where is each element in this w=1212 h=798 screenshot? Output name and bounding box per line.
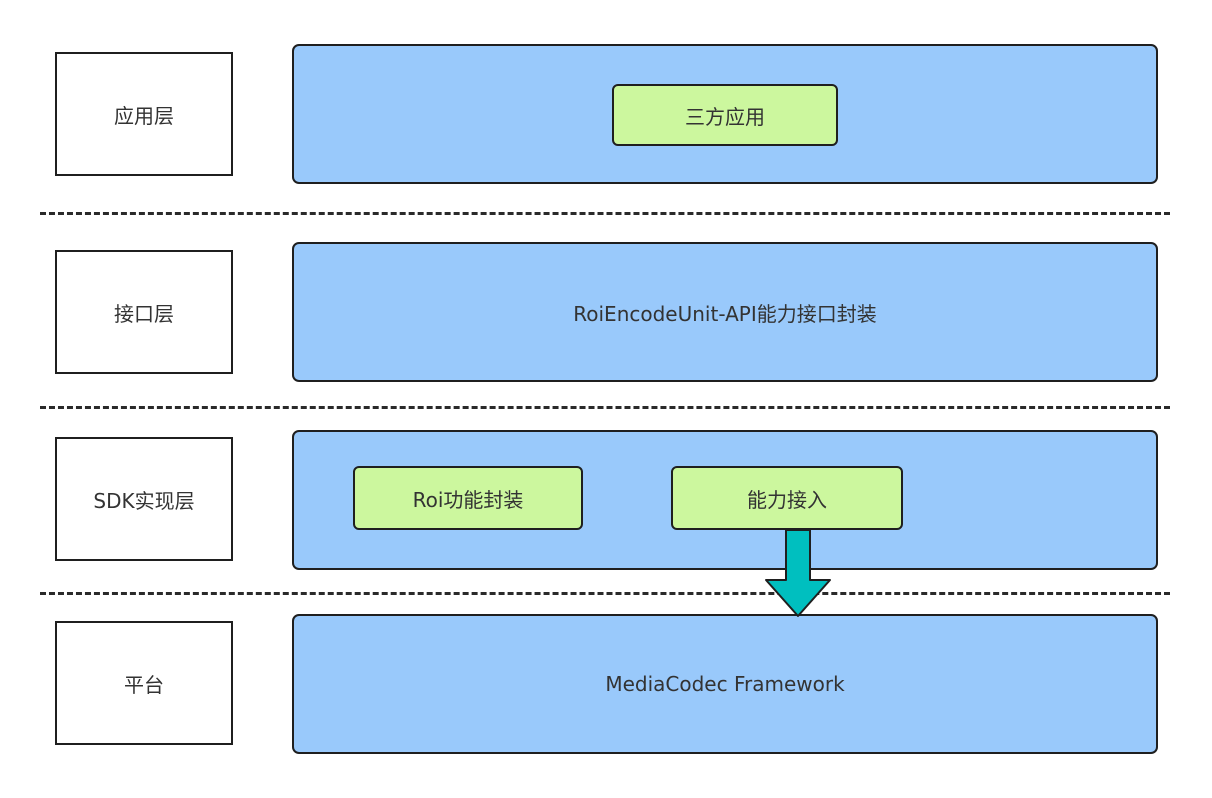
down-arrow bbox=[765, 529, 831, 617]
layer-label-interface: 接口层 bbox=[55, 250, 233, 374]
module-third-party-app-text: 三方应用 bbox=[685, 104, 765, 129]
layer-divider bbox=[40, 592, 1170, 595]
module-roi-wrapper-text: Roi功能封装 bbox=[412, 487, 524, 512]
layer-divider bbox=[40, 212, 1170, 215]
module-third-party-app: 三方应用 bbox=[612, 84, 838, 146]
interface-layer-text: RoiEncodeUnit-API能力接口封装 bbox=[573, 301, 877, 326]
layer-label-sdk: SDK实现层 bbox=[55, 437, 233, 561]
layer-label-platform: 平台 bbox=[55, 621, 233, 745]
module-capability-access: 能力接入 bbox=[671, 466, 903, 530]
layer-label-application: 应用层 bbox=[55, 52, 233, 176]
layer-label-platform-text: 平台 bbox=[124, 672, 164, 697]
module-capability-access-text: 能力接入 bbox=[747, 487, 827, 512]
platform-layer-box: MediaCodec Framework bbox=[292, 614, 1158, 754]
platform-layer-text: MediaCodec Framework bbox=[605, 672, 845, 696]
layer-label-interface-text: 接口层 bbox=[114, 301, 174, 326]
layer-divider bbox=[40, 406, 1170, 409]
layer-label-sdk-text: SDK实现层 bbox=[93, 488, 195, 513]
layer-label-application-text: 应用层 bbox=[114, 103, 174, 128]
module-roi-wrapper: Roi功能封装 bbox=[353, 466, 583, 530]
interface-layer-box: RoiEncodeUnit-API能力接口封装 bbox=[292, 242, 1158, 382]
